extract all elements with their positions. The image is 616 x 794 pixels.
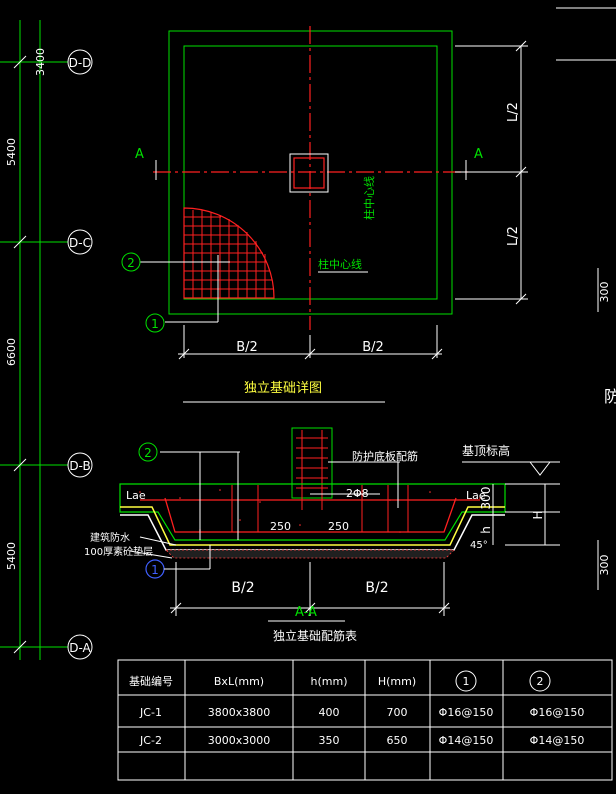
top-elevation-label: 基顶标高 bbox=[462, 443, 510, 458]
axis-dim-6600: 6600 bbox=[5, 338, 18, 366]
right-edge-char: 防 bbox=[604, 387, 616, 406]
axis-dim-3400: 3400 bbox=[34, 48, 47, 76]
grid-label-da: D-A bbox=[69, 641, 91, 655]
right-edge-fragments: 300 300 防 bbox=[556, 7, 616, 590]
table-cell: 3000x3000 bbox=[208, 734, 271, 747]
table-cell: Φ14@150 bbox=[530, 734, 585, 747]
dim-b-half-right-plan: B/2 bbox=[362, 340, 384, 355]
dim-b-half-left-section: B/2 bbox=[231, 580, 254, 596]
table-cell: Φ16@150 bbox=[439, 706, 494, 719]
right-dim-300-a: 300 bbox=[598, 282, 611, 303]
table-header-H: H(mm) bbox=[378, 675, 416, 688]
callout-1-section: 1 bbox=[151, 563, 159, 577]
axis-dim-5400-top: 5400 bbox=[5, 138, 18, 166]
rebar-quarter-mesh bbox=[183, 207, 275, 299]
waterproof-label: 建筑防水 bbox=[90, 531, 130, 544]
table-title: 独立基础配筋表 bbox=[273, 628, 357, 643]
section-mark-a-right: A bbox=[474, 147, 483, 162]
table-cell: 400 bbox=[319, 706, 340, 719]
plan-title: 独立基础详图 bbox=[244, 381, 322, 396]
dim-250-left: 250 bbox=[270, 520, 291, 533]
lae-right-label: Lae bbox=[466, 489, 486, 502]
rebar-table: 独立基础配筋表 基础编号 BxL(mm) h(mm) H(mm) 1 2 JC-… bbox=[117, 628, 613, 781]
table-cell: 3800x3800 bbox=[208, 706, 271, 719]
dim-300-section: 300 bbox=[479, 487, 493, 510]
dim-250-right: 250 bbox=[328, 520, 349, 533]
dim-H-section: H bbox=[531, 510, 545, 519]
grid-label-dd: D-D bbox=[69, 56, 92, 70]
column-centerline-label-vertical: 柱中心线 bbox=[362, 176, 376, 220]
protect-rebar-label: 防护底板配筋 bbox=[352, 449, 418, 463]
table-cell: 350 bbox=[319, 734, 340, 747]
table-cell: JC-2 bbox=[139, 734, 162, 747]
grid-label-db: D-B bbox=[69, 459, 90, 473]
cushion-label: 100厚素砼垫层 bbox=[84, 545, 153, 558]
dim-h-section: h bbox=[479, 526, 493, 534]
table-header-h: h(mm) bbox=[311, 675, 348, 688]
callout-1-plan: 1 bbox=[151, 317, 159, 331]
dim-b-half-right-section: B/2 bbox=[365, 580, 388, 596]
table-header-rebar-2: 2 bbox=[537, 675, 544, 688]
table-cell: Φ16@150 bbox=[530, 706, 585, 719]
table-header-bxl: BxL(mm) bbox=[214, 675, 264, 688]
axis-column: D-D D-C D-B D-A 3400 5400 6600 5400 bbox=[0, 20, 93, 660]
callout-2-section: 2 bbox=[144, 446, 152, 460]
lae-left-label: Lae bbox=[126, 489, 146, 502]
table-cell: JC-1 bbox=[139, 706, 162, 719]
column-centerline-label-horizontal: 柱中心线 bbox=[318, 257, 362, 271]
plan-view: A A 2 1 柱中心线 柱 bbox=[121, 26, 528, 403]
table-cell: 650 bbox=[387, 734, 408, 747]
dim-l-half-bottom: L/2 bbox=[506, 226, 521, 246]
dim-b-half-left-plan: B/2 bbox=[236, 340, 258, 355]
grid-label-dc: D-C bbox=[69, 236, 91, 250]
section-view: 2 防护底板配筋 基顶标高 300 h H Lae Lae 2Φ8 250 25… bbox=[84, 427, 560, 622]
table-header-id: 基础编号 bbox=[129, 674, 173, 688]
dim-l-half-top: L/2 bbox=[506, 102, 521, 122]
angle-45-label: 45° bbox=[470, 540, 488, 551]
bar-2phi8-label: 2Φ8 bbox=[346, 487, 369, 500]
table-cell: 700 bbox=[387, 706, 408, 719]
concrete-dots bbox=[139, 489, 481, 533]
section-mark-a-left: A bbox=[135, 147, 144, 162]
callout-2-plan: 2 bbox=[127, 256, 135, 270]
section-title: A-A bbox=[295, 605, 317, 620]
axis-dim-5400-bottom: 5400 bbox=[5, 542, 18, 570]
table-cell: Φ14@150 bbox=[439, 734, 494, 747]
right-dim-300-b: 300 bbox=[598, 555, 611, 576]
table-header-rebar-1: 1 bbox=[463, 675, 470, 688]
